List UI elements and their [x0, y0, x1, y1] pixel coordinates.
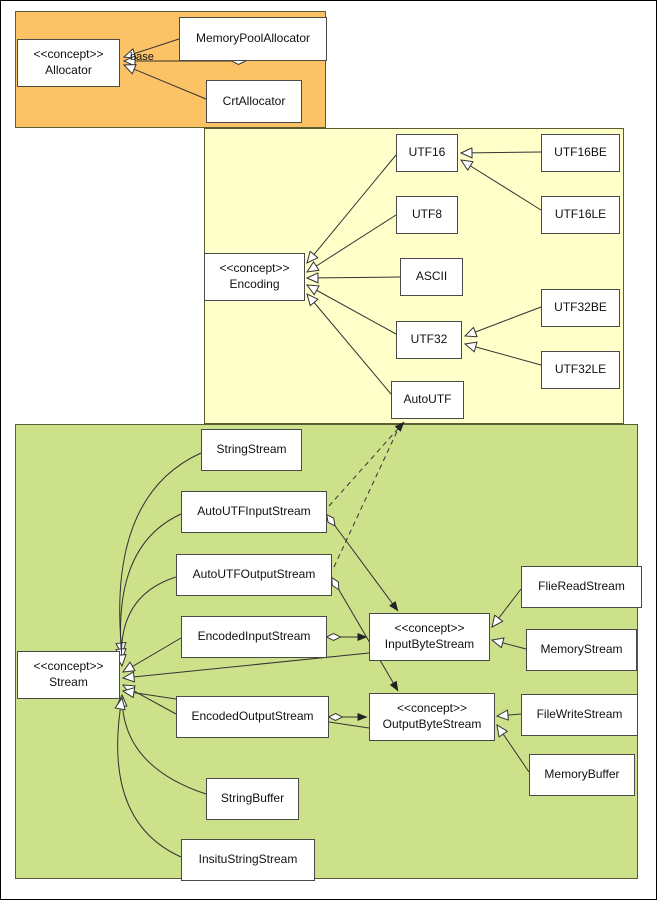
node-encoded-output-stream: EncodedOutputStream	[176, 696, 329, 738]
node-encoding-concept: <<concept>> Encoding	[204, 253, 305, 301]
node-label: UTF16	[408, 145, 446, 160]
node-utf16: UTF16	[396, 134, 458, 172]
node-encoded-input-stream: EncodedInputStream	[181, 616, 327, 658]
node-label: FlieReadStream	[538, 579, 625, 594]
node-label: InputByteStream	[384, 637, 475, 651]
node-memory-buffer: MemoryBuffer	[529, 754, 635, 796]
node-utf16be: UTF16BE	[541, 134, 620, 172]
stereotype-label: <<concept>>	[396, 701, 468, 716]
node-utf32be: UTF32BE	[541, 289, 620, 327]
node-label: FileWriteStream	[536, 707, 623, 722]
node-stream-concept: <<concept>> Stream	[17, 651, 120, 699]
node-label: EncodedInputStream	[197, 629, 311, 644]
node-memory-pool-allocator: MemoryPoolAllocator	[179, 17, 327, 61]
node-label: UTF32LE	[554, 362, 607, 377]
node-output-byte-stream-concept: <<concept>> OutputByteStream	[369, 693, 495, 741]
node-label: UTF32	[410, 332, 448, 347]
node-label: CrtAllocator	[222, 93, 286, 108]
stereotype-label: <<concept>>	[33, 47, 104, 62]
node-crt-allocator: CrtAllocator	[206, 80, 302, 123]
node-label: AutoUTFInputStream	[197, 504, 311, 519]
node-utf8: UTF8	[396, 196, 458, 234]
node-label: InsituStringStream	[198, 852, 298, 867]
node-label: UTF16BE	[554, 145, 607, 160]
stereotype-label: <<concept>>	[33, 659, 104, 674]
node-autoutf-input-stream: AutoUTFInputStream	[181, 491, 327, 533]
node-memory-stream: MemoryStream	[526, 629, 637, 671]
stereotype-label: <<concept>>	[394, 621, 465, 636]
node-flie-read-stream: FlieReadStream	[521, 566, 642, 608]
node-string-buffer: StringBuffer	[206, 778, 299, 820]
node-label: AutoUTF	[403, 392, 452, 407]
node-label: MemoryPoolAllocator	[195, 31, 311, 46]
node-label: MemoryBuffer	[544, 767, 620, 782]
node-label: AutoUTFOutputStream	[192, 567, 316, 582]
node-label: UTF8	[412, 207, 442, 222]
node-ascii: ASCII	[400, 258, 463, 296]
node-label: MemoryStream	[540, 642, 623, 657]
node-label: Allocator	[45, 63, 92, 77]
node-label: StringStream	[216, 442, 287, 457]
node-utf32: UTF32	[396, 321, 462, 359]
node-utf32le: UTF32LE	[541, 351, 620, 389]
node-input-byte-stream-concept: <<concept>> InputByteStream	[369, 613, 490, 661]
node-label: ASCII	[415, 269, 448, 284]
node-label: StringBuffer	[220, 791, 285, 806]
node-autoutf-output-stream: AutoUTFOutputStream	[176, 554, 332, 596]
node-string-stream: StringStream	[201, 429, 302, 471]
node-label: Encoding	[229, 277, 280, 291]
node-autoutf: AutoUTF	[391, 381, 464, 419]
node-utf16le: UTF16LE	[541, 196, 620, 234]
node-insitu-string-stream: InsituStringStream	[181, 839, 315, 881]
node-label: UTF16LE	[554, 207, 607, 222]
node-file-write-stream: FileWriteStream	[521, 694, 638, 736]
node-allocator-concept: <<concept>> Allocator	[17, 39, 120, 87]
node-label: OutputByteStream	[382, 717, 482, 731]
node-label: EncodedOutputStream	[191, 709, 314, 724]
node-label: Stream	[49, 675, 88, 689]
node-label: UTF32BE	[554, 300, 607, 315]
stereotype-label: <<concept>>	[219, 261, 290, 276]
edge-label-base: base	[130, 51, 154, 63]
